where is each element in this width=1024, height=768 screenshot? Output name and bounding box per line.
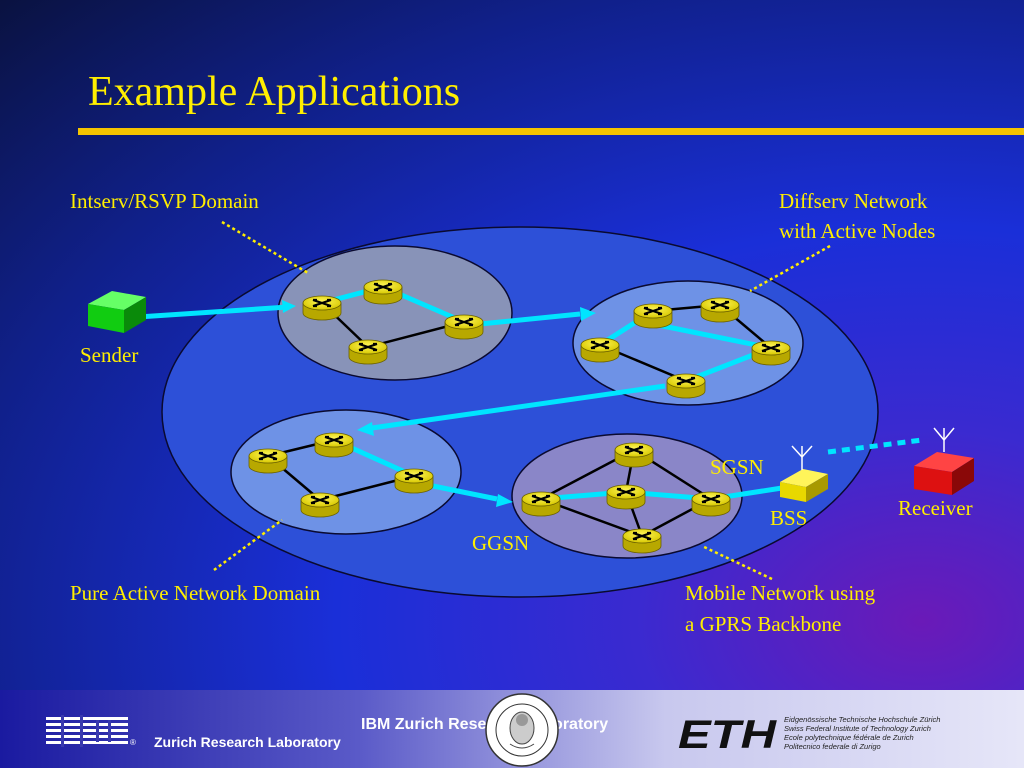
eth-line: Politecnico federale di Zurigo bbox=[784, 742, 940, 751]
router-icon bbox=[303, 296, 341, 320]
router-icon bbox=[522, 492, 560, 516]
router-icon bbox=[364, 280, 402, 304]
label-diffserv-line1: Diffserv Network bbox=[779, 186, 927, 216]
router-icon bbox=[349, 340, 387, 364]
router-icon bbox=[581, 338, 619, 362]
eth-line: Eidgenössische Technische Hochschule Zür… bbox=[784, 715, 940, 724]
router-icon bbox=[623, 529, 661, 553]
eth-institution-names: Eidgenössische Technische Hochschule Zür… bbox=[784, 715, 940, 751]
router-icon bbox=[667, 374, 705, 398]
ibm-logo: ® bbox=[46, 715, 136, 749]
label-receiver: Receiver bbox=[898, 493, 973, 523]
router-icon bbox=[615, 443, 653, 467]
svg-text:®: ® bbox=[130, 738, 136, 747]
router-icon bbox=[634, 304, 672, 328]
router-icon bbox=[445, 315, 483, 339]
label-mobile-line2: a GPRS Backbone bbox=[685, 609, 841, 639]
router-icon bbox=[752, 341, 790, 365]
label-mobile-line1: Mobile Network using bbox=[685, 578, 875, 608]
router-icon bbox=[701, 298, 739, 322]
label-intserv: Intserv/RSVP Domain bbox=[70, 186, 259, 216]
label-pure-active: Pure Active Network Domain bbox=[70, 578, 320, 608]
svg-text:ETH: ETH bbox=[678, 716, 777, 752]
eth-logo: ETH bbox=[678, 716, 778, 752]
router-icon bbox=[395, 469, 433, 493]
label-sgsn: SGSN bbox=[710, 452, 764, 482]
university-seal bbox=[484, 692, 560, 768]
router-icon bbox=[249, 449, 287, 473]
sender-node bbox=[88, 291, 146, 333]
router-icon bbox=[315, 433, 353, 457]
receiver-node bbox=[914, 428, 974, 495]
ibm-subtitle: Zurich Research Laboratory bbox=[154, 734, 341, 750]
eth-line: Swiss Federal Institute of Technology Zu… bbox=[784, 724, 940, 733]
label-ggsn: GGSN bbox=[472, 528, 529, 558]
router-icon bbox=[301, 493, 339, 517]
router-icon bbox=[692, 492, 730, 516]
label-sender: Sender bbox=[80, 340, 138, 370]
label-diffserv-line2: with Active Nodes bbox=[779, 216, 935, 246]
label-bss: BSS bbox=[770, 503, 807, 533]
router-icon bbox=[607, 485, 645, 509]
eth-line: Ecole polytechnique fédérale de Zurich bbox=[784, 733, 940, 742]
